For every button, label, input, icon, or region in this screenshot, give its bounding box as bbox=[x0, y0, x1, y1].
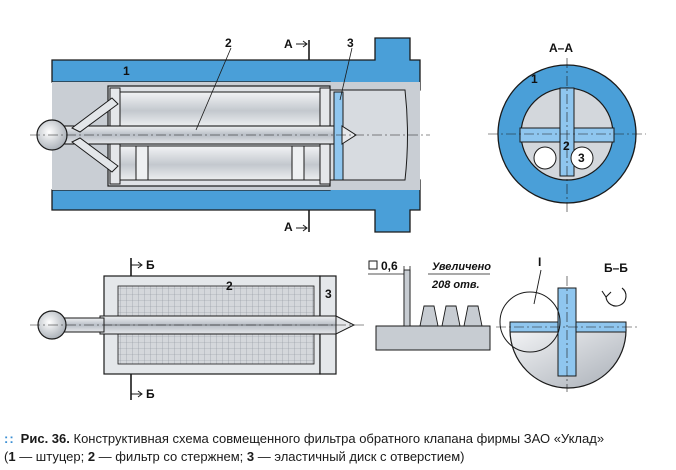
section-bb-mark-bottom: Б bbox=[146, 387, 155, 401]
caption-text-3: — эластичный диск с отверстием) bbox=[254, 449, 465, 464]
label-filter-bottom: 2 bbox=[226, 279, 233, 293]
caption-text-2: — фильтр со стержнем; bbox=[95, 449, 247, 464]
caption-num-1: 1 bbox=[8, 449, 16, 464]
label-filter-top: 2 bbox=[225, 36, 232, 50]
detail-enlarged-view: 0,6 Увеличено 208 отв. bbox=[368, 259, 491, 351]
filter-side-view: Б Б 2 3 bbox=[30, 258, 364, 401]
caption-prefix: Рис. 36. bbox=[20, 431, 70, 446]
label-disc-aa: 3 bbox=[578, 151, 585, 165]
label-disc-bottom: 3 bbox=[325, 287, 332, 301]
section-bb-mark-top: Б bbox=[146, 258, 155, 272]
caption-num-3: 3 bbox=[246, 449, 255, 464]
cross-section-aa: А–А 1 2 3 bbox=[488, 41, 646, 212]
detail-zoom-line2: 208 отв. bbox=[431, 279, 480, 291]
valve-filter-diagram: А А 2 3 1 А–А 1 2 3 Б bbox=[30, 36, 646, 401]
section-aa-mark-top: А bbox=[284, 37, 293, 51]
bullet-icon: :: bbox=[4, 431, 15, 446]
section-aa-mark-bottom: А bbox=[284, 220, 293, 234]
label-filter-aa: 2 bbox=[563, 139, 570, 153]
caption-title: Конструктивная схема совмещенного фильтр… bbox=[73, 431, 605, 446]
caption-text-1: — штуцер; bbox=[15, 449, 88, 464]
section-bb-title: Б–Б bbox=[604, 261, 628, 275]
section-aa-title: А–А bbox=[549, 41, 573, 55]
caption-num-2: 2 bbox=[87, 449, 96, 464]
cross-section-bb: I Б–Б bbox=[496, 255, 640, 392]
detail-marker: I bbox=[538, 255, 541, 269]
label-housing-aa: 1 bbox=[531, 72, 538, 86]
caption-open-paren: ( bbox=[4, 449, 9, 464]
detail-size: 0,6 bbox=[381, 259, 398, 273]
label-housing-top: 1 bbox=[123, 64, 130, 78]
detail-zoom-line1: Увеличено bbox=[432, 261, 491, 273]
figure-caption: ::Рис. 36. Конструктивная схема совмещен… bbox=[4, 430, 674, 466]
longitudinal-section: А А 2 3 1 bbox=[30, 36, 430, 234]
label-disc-top: 3 bbox=[347, 36, 354, 50]
